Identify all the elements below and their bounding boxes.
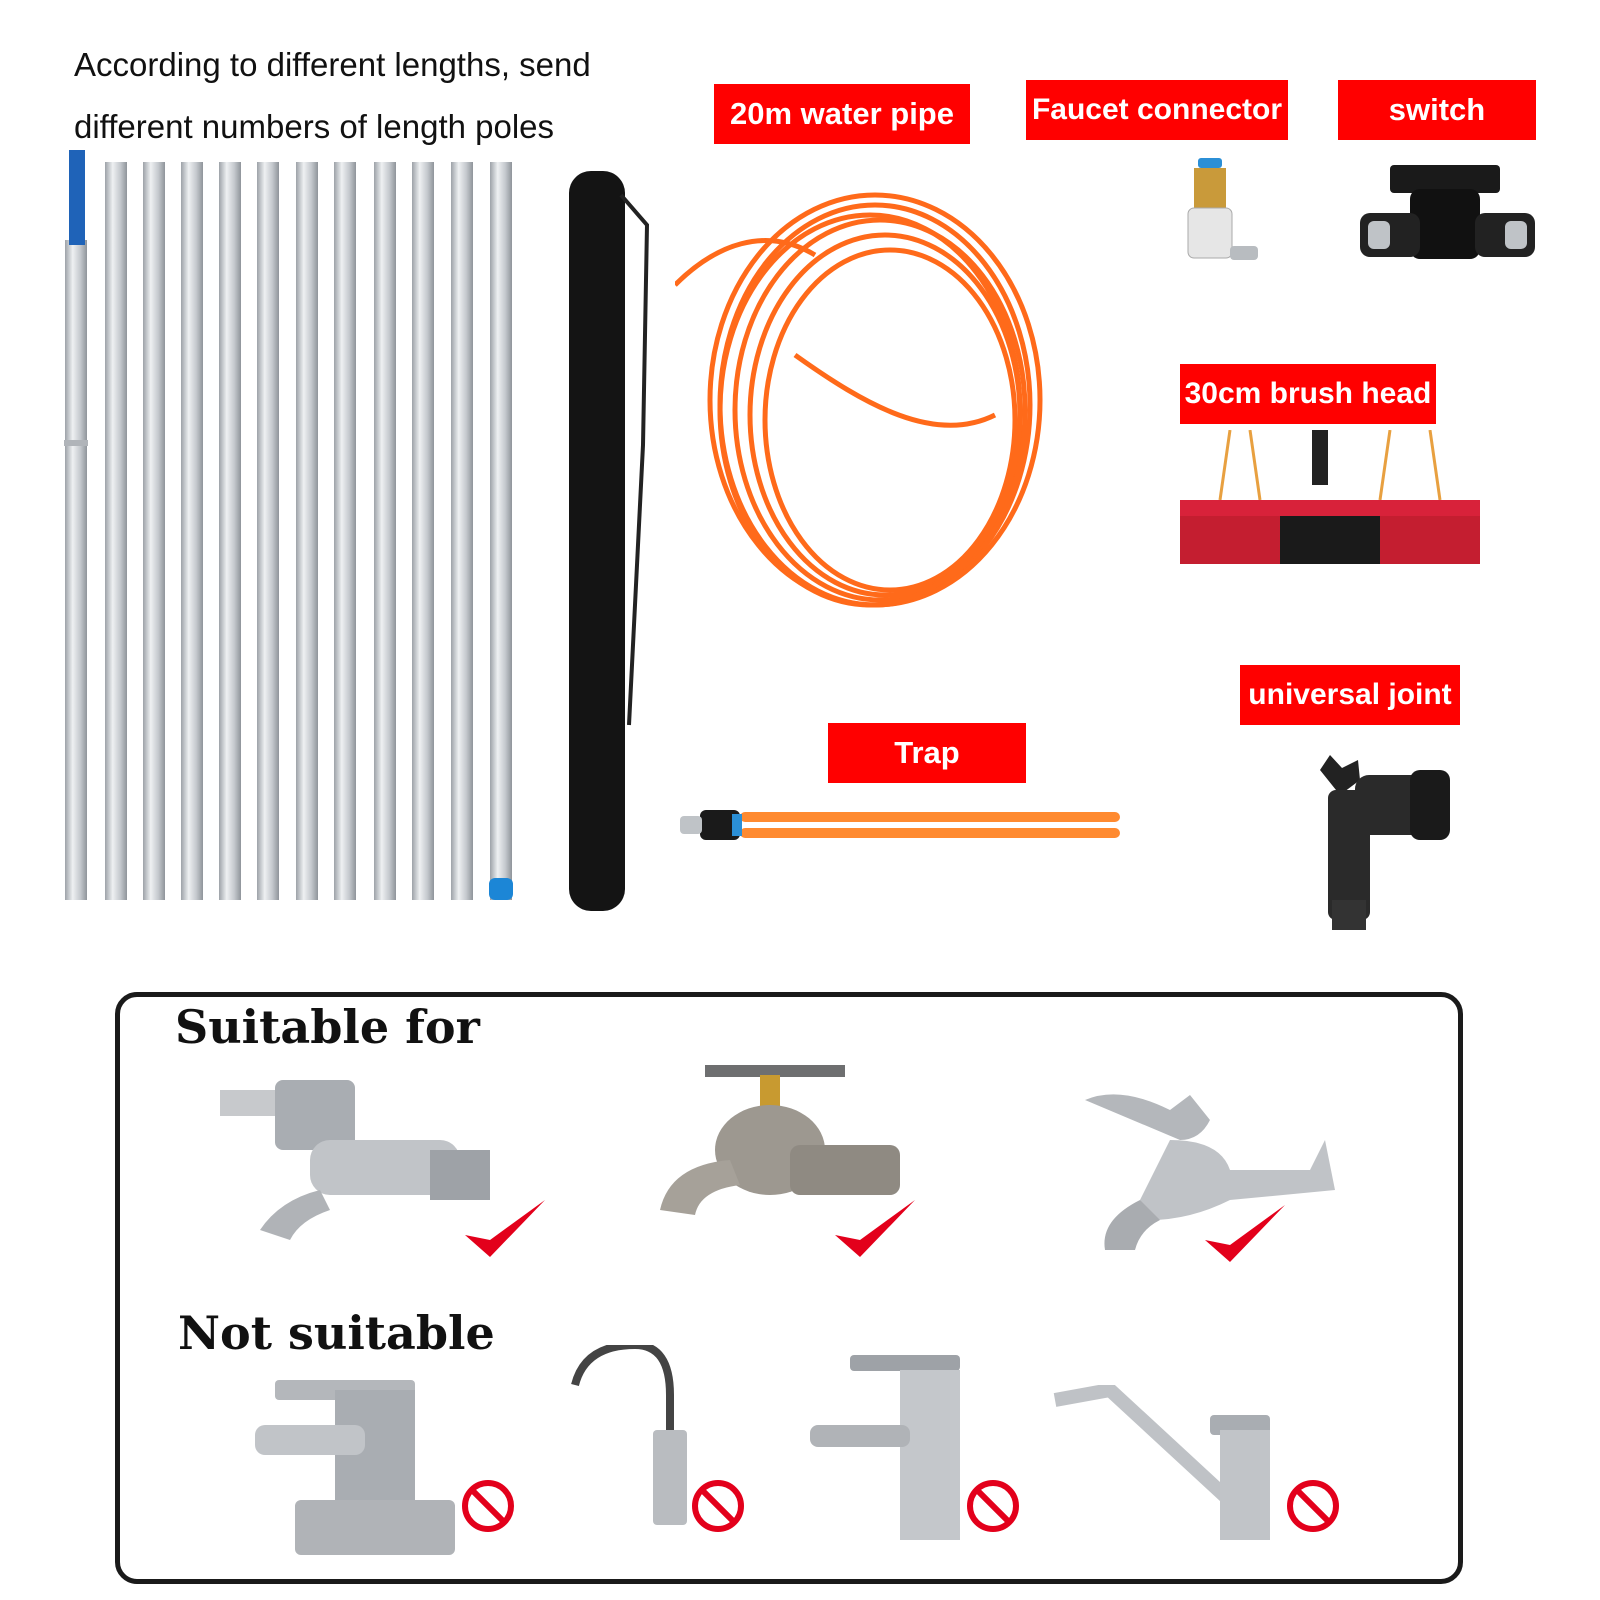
label-faucet-connector: Faucet connector [1026, 80, 1288, 140]
pole-sections [105, 162, 513, 900]
label-brush-head: 30cm brush head [1180, 364, 1436, 424]
water-pipe-image [675, 192, 1043, 608]
intro-line-2: different numbers of length poles [74, 108, 555, 145]
storage-bag-image [569, 171, 650, 911]
not-suitable-heading: Not suitable [178, 1306, 495, 1360]
switch-valve-image [1360, 165, 1535, 259]
label-water-pipe: 20m water pipe [714, 84, 970, 144]
intro-text: According to different lengths, send dif… [74, 34, 674, 158]
extension-poles-image [64, 150, 513, 900]
suitable-heading: Suitable for [175, 1000, 480, 1054]
prohibited-icon [967, 1480, 1019, 1532]
compatibility-panel [115, 992, 1463, 1584]
brush-head-image [1180, 430, 1480, 564]
intro-line-1: According to different lengths, send [74, 46, 591, 83]
label-universal-joint: universal joint [1240, 665, 1460, 725]
prohibited-icon [462, 1480, 514, 1532]
check-icon [1205, 1205, 1285, 1262]
unsuitable-faucet-1 [255, 1380, 455, 1555]
check-icon [835, 1200, 915, 1257]
unsuitable-faucet-3 [810, 1355, 960, 1540]
prohibited-icon [692, 1480, 744, 1532]
pole-main [64, 150, 88, 900]
check-icon [465, 1200, 545, 1257]
prohibited-icon [1287, 1480, 1339, 1532]
label-switch: switch [1338, 80, 1536, 140]
suitable-faucet-2 [660, 1065, 900, 1215]
unsuitable-faucet-4 [1053, 1385, 1270, 1540]
suitable-faucet-1 [220, 1080, 490, 1240]
trap-image [680, 810, 1120, 840]
suitable-faucet-3 [1085, 1094, 1335, 1250]
universal-joint-image [1320, 755, 1450, 930]
faucet-connector-image [1187, 158, 1258, 260]
unsuitable-faucet-2 [571, 1345, 687, 1525]
label-trap: Trap [828, 723, 1026, 783]
